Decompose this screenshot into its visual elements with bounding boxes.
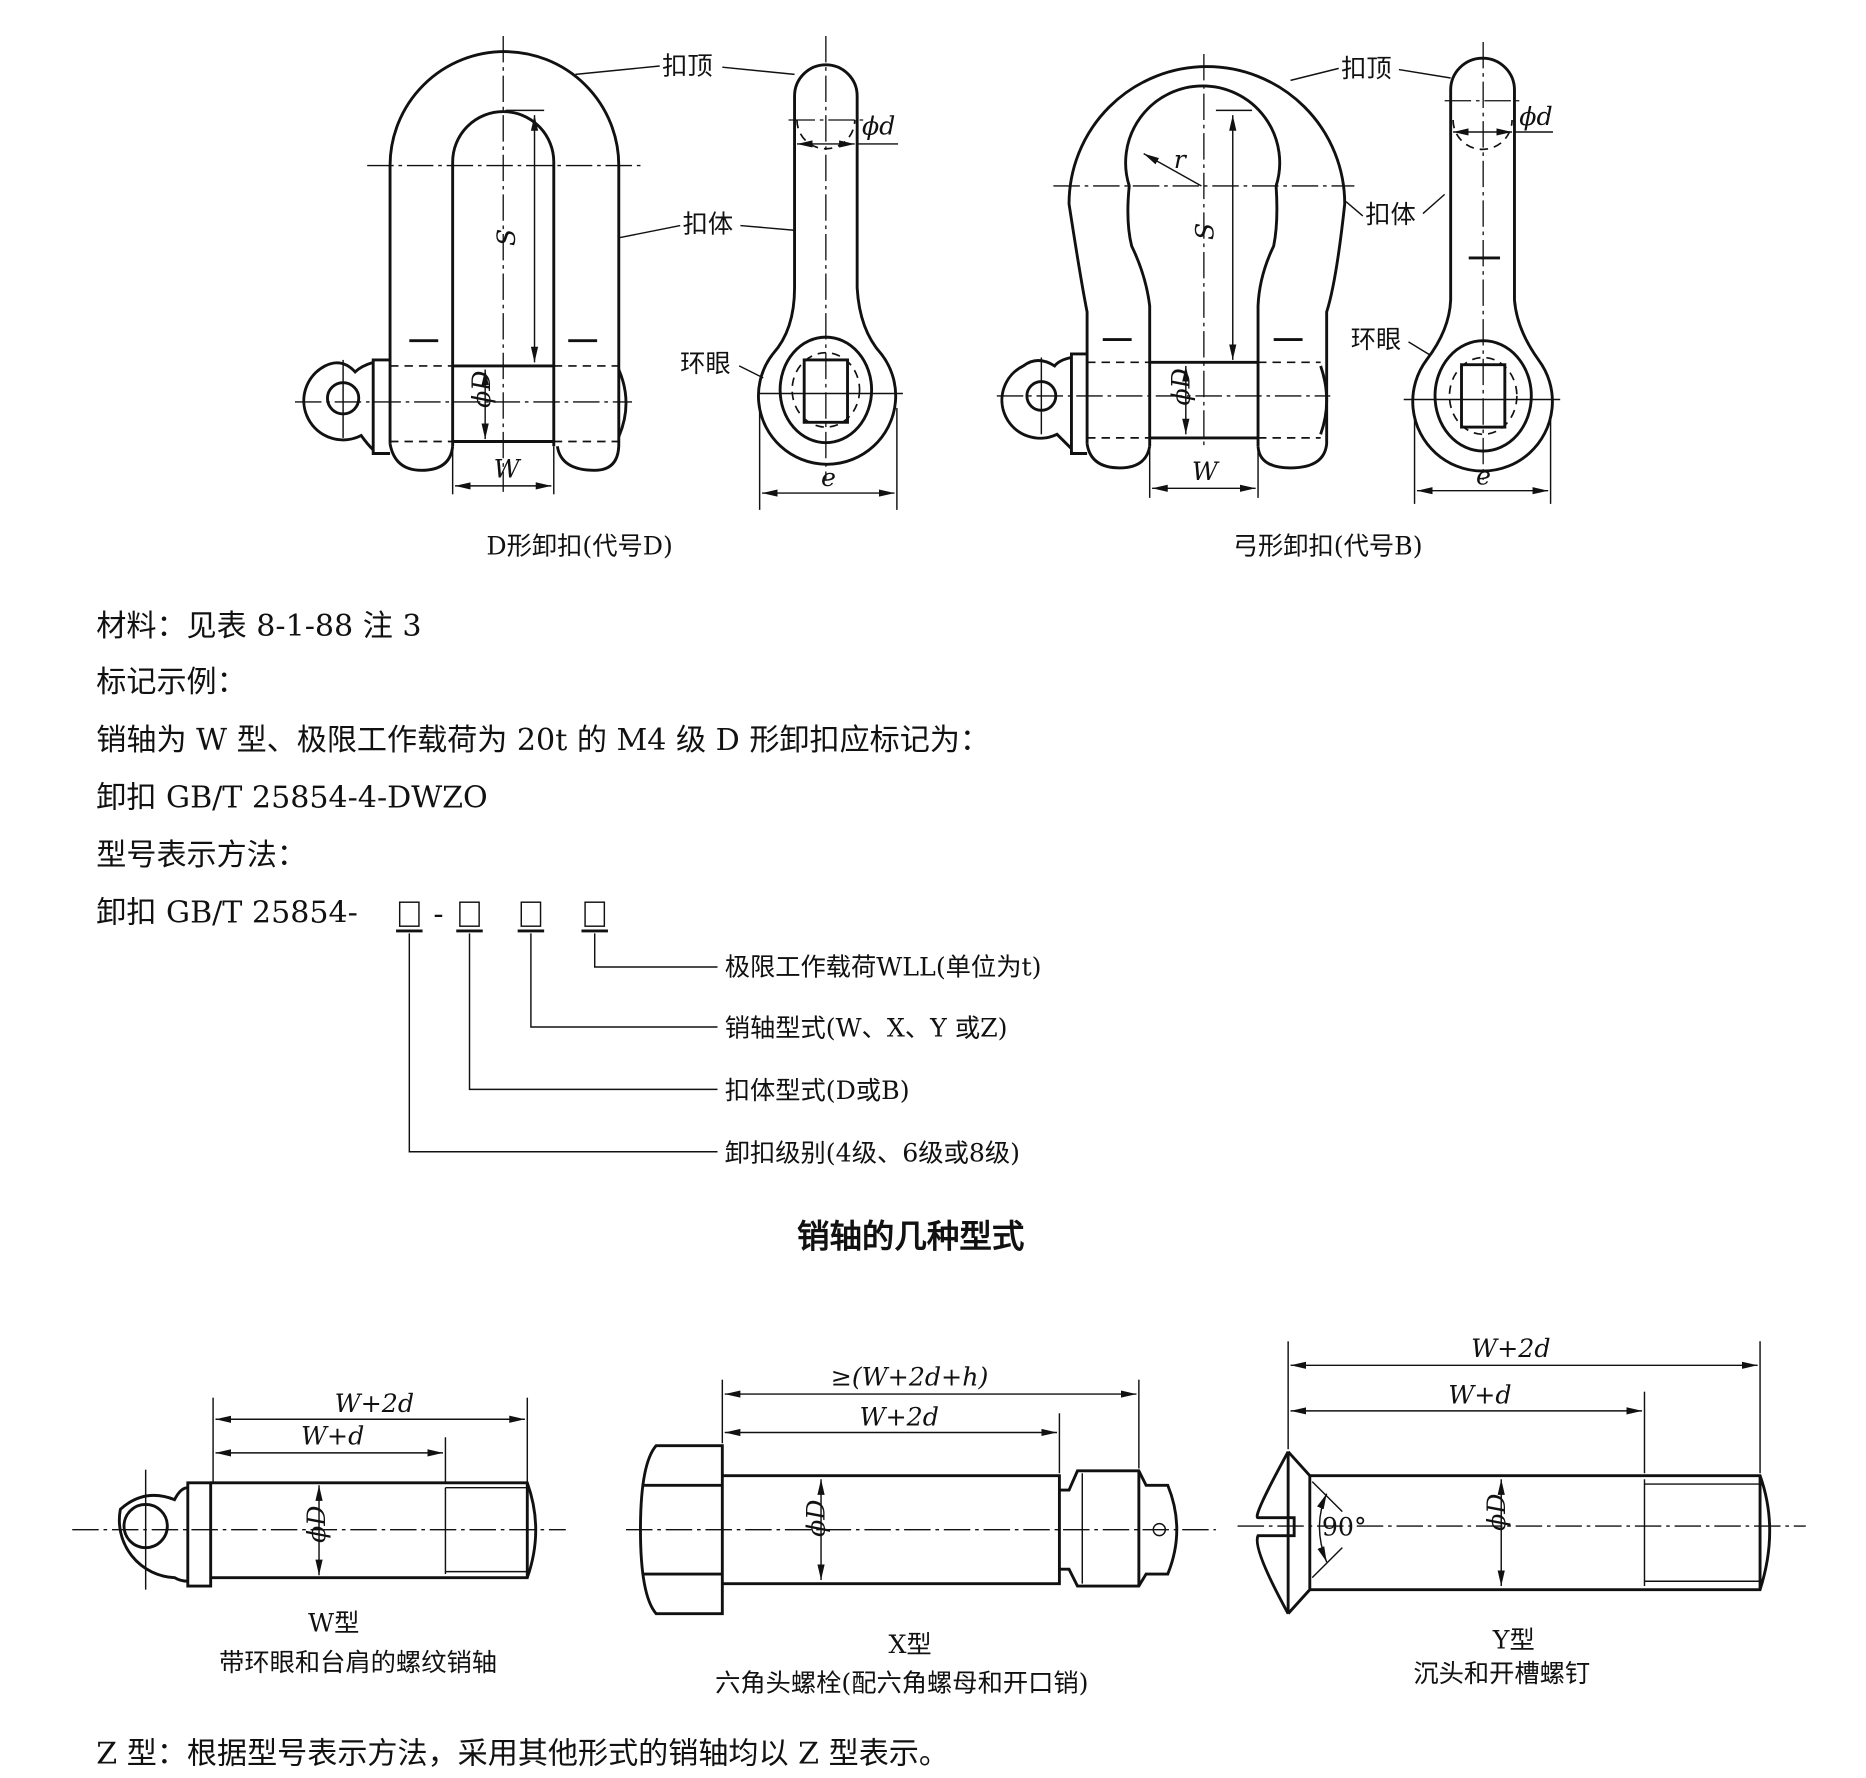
marking-example-heading: 标记示例： xyxy=(96,665,246,700)
legend-body-type: 扣体型式(D或B) xyxy=(725,1076,910,1105)
box-body-type xyxy=(459,901,480,927)
w-type-name: W型 xyxy=(308,1609,359,1638)
d-shackle-side-view: ϕd e xyxy=(757,35,903,510)
d-dim-phiD: ϕD xyxy=(467,371,496,408)
d-dim-s: S xyxy=(492,229,521,246)
w-type-pin: W+2d W+d ϕD xyxy=(72,1389,566,1590)
b-dim-w: W xyxy=(1192,457,1220,486)
marking-example-desc: 销轴为 W 型、极限工作载荷为 20t 的 M4 级 D 形卸扣应标记为： xyxy=(96,723,990,758)
marking-example-code: 卸扣 GB/T 25854-4-DWZO xyxy=(96,780,487,815)
d-dim-phid: ϕd xyxy=(862,111,895,140)
y-type-desc: 沉头和开槽螺钉 xyxy=(1413,1659,1590,1688)
y-dim-dia: ϕD xyxy=(1482,1493,1511,1530)
x-type-pin: ≥(W+2d+h) W+2d ϕD xyxy=(626,1363,1216,1616)
d-dim-w: W xyxy=(494,455,522,484)
designation-prefix: 卸扣 GB/T 25854- xyxy=(96,896,357,931)
w-dim-inner: W+d xyxy=(301,1422,364,1451)
legend-pin-type: 销轴型式(W、X、Y 或Z) xyxy=(725,1014,1008,1043)
box-pin-type xyxy=(520,901,542,927)
designation-heading: 型号表示方法： xyxy=(96,838,307,873)
d-shackle-caption: D形卸扣(代号D) xyxy=(486,531,673,560)
y-dim-inner: W+d xyxy=(1448,1381,1511,1410)
y-type-name: Y型 xyxy=(1492,1625,1535,1654)
w-dim-outer: W+2d xyxy=(335,1389,414,1418)
x-type-desc: 六角头螺栓(配六角螺母和开口销) xyxy=(715,1669,1088,1698)
z-type-footnote: Z 型：根据型号表示方法，采用其他形式的销轴均以 Z 型表示。 xyxy=(96,1737,949,1772)
d-label-eye: 环眼 xyxy=(680,349,731,378)
b-dim-phid: ϕd xyxy=(1519,102,1552,131)
x-dim-inner: W+2d xyxy=(860,1402,939,1431)
y-type-pin: 90° W+2d W+d ϕD xyxy=(1237,1334,1806,1615)
box-grade xyxy=(398,901,420,927)
b-label-crown: 扣顶 xyxy=(1341,54,1392,83)
pins-section-title: 销轴的几种型式 xyxy=(797,1218,1024,1256)
bow-shackle-front-view: r S ϕD W xyxy=(996,53,1355,498)
designation-sep: - xyxy=(433,897,443,932)
d-shackle-labels: 扣顶 扣体 环眼 xyxy=(575,51,796,379)
x-dim-dia: ϕD xyxy=(802,1499,831,1536)
legend-wll: 极限工作载荷WLL(单位为t) xyxy=(725,952,1042,981)
material-note: 材料：见表 8-1-88 注 3 xyxy=(96,609,421,644)
bow-shackle-caption: 弓形卸扣(代号B) xyxy=(1233,531,1423,560)
y-dim-angle: 90° xyxy=(1322,1513,1367,1542)
bow-shackle-labels: 扣顶 扣体 环眼 xyxy=(1290,54,1451,356)
d-shackle-front-view: S ϕD W xyxy=(294,35,645,495)
y-dim-outer: W+2d xyxy=(1471,1334,1550,1363)
w-type-desc: 带环眼和台肩的螺纹销轴 xyxy=(219,1648,497,1677)
b-dim-e: e xyxy=(1476,462,1491,491)
b-dim-phiD: ϕD xyxy=(1166,368,1195,405)
legend-grade: 卸扣级别(4级、6级或8级) xyxy=(725,1138,1020,1167)
w-dim-dia: ϕD xyxy=(302,1505,331,1542)
d-label-body: 扣体 xyxy=(683,210,734,239)
b-dim-s: S xyxy=(1190,223,1219,240)
b-label-eye: 环眼 xyxy=(1351,325,1402,354)
bow-shackle-side-view: ϕd e xyxy=(1403,41,1561,504)
b-dim-r: r xyxy=(1174,145,1188,174)
box-wll xyxy=(584,901,606,927)
x-dim-outer: ≥(W+2d+h) xyxy=(831,1363,989,1392)
d-label-crown: 扣顶 xyxy=(662,51,713,80)
designation-boxes: - xyxy=(396,897,718,1153)
b-label-body: 扣体 xyxy=(1365,200,1416,229)
d-dim-e: e xyxy=(821,463,836,492)
x-type-name: X型 xyxy=(888,1630,931,1659)
